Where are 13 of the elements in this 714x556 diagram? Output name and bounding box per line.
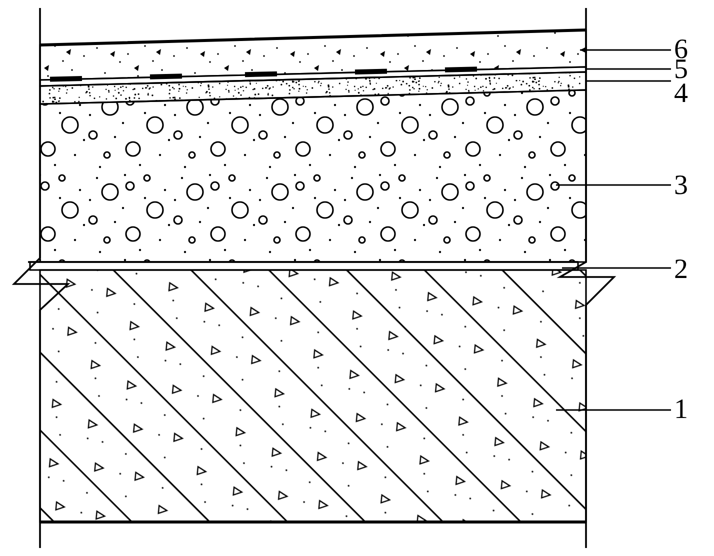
callout-number: 3 [674,172,696,200]
leader-line [556,184,671,186]
callout-number: 2 [674,256,696,284]
soil-layer [39,269,587,523]
leader-line [580,46,671,54]
callout-number: 4 [674,80,696,108]
leader-line [586,68,671,70]
leader-line [586,80,671,82]
callout-number: 1 [674,396,696,424]
gravel-layer [39,89,587,263]
leader-line [556,409,671,411]
sand-layer [39,71,587,105]
leader-line [562,267,671,269]
